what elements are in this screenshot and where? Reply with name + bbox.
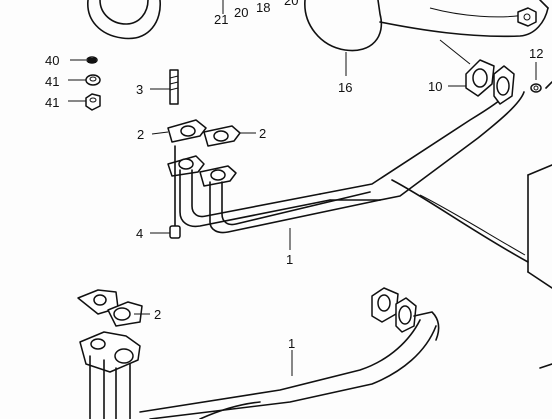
flange-10 [465,59,515,105]
stud-3 [169,69,179,105]
label-20: 20 [234,5,248,20]
label-4: 4 [136,226,143,241]
front-pipe-1-upper [167,87,525,234]
nut-4 [169,145,181,239]
gasket-2-left [167,119,207,143]
label-41-upper: 41 [45,74,59,89]
nut-41-lower [85,93,101,111]
nut-41-upper [85,74,101,86]
nut-top-right [517,7,537,27]
part-labels: 21 20 18 20 40 41 41 3 2 2 4 1 16 10 12 … [45,0,543,351]
gasket-2-right [203,125,241,147]
muffler-16 [304,0,549,52]
label-1-upper: 1 [286,252,293,267]
clamp-12 [439,39,552,93]
label-10: 10 [428,79,442,94]
label-2-right: 2 [259,126,266,141]
label-3: 3 [136,82,143,97]
label-21: 21 [214,12,228,27]
label-20-top: 20 [284,0,298,8]
label-40: 40 [45,53,59,68]
front-pipe-1-lower [77,287,440,419]
label-2-left: 2 [137,127,144,142]
label-41-lower: 41 [45,95,59,110]
label-12: 12 [529,46,543,61]
label-2-lower: 2 [154,307,161,322]
label-1-lower: 1 [288,336,295,351]
label-18: 18 [256,0,270,15]
leader-lines [68,0,537,376]
heat-shield-panel [391,164,552,369]
washer-40 [86,56,98,64]
muffler-left [87,0,161,40]
label-16: 16 [338,80,352,95]
